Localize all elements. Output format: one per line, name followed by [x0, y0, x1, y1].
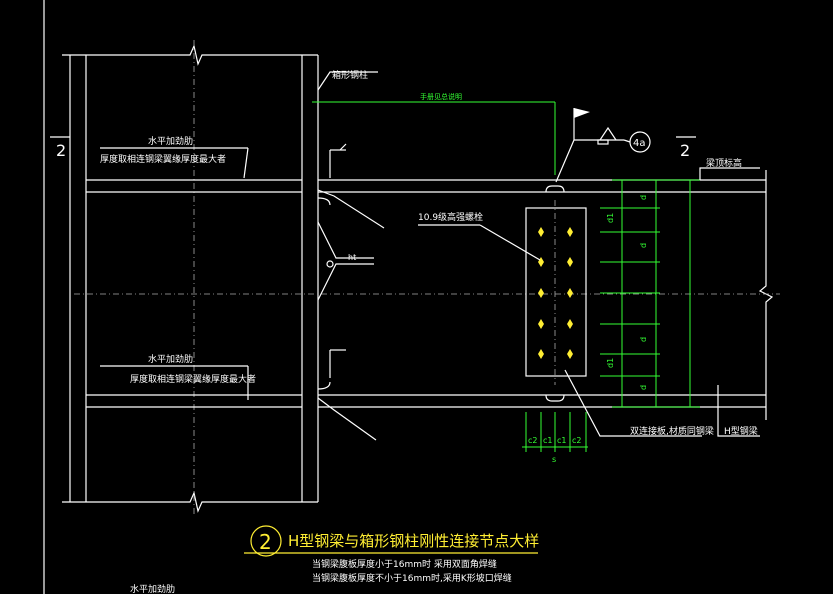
- title-note-2: 当钢梁腹板厚度不小于16mm时,采用K形坡口焊缝: [312, 572, 512, 584]
- dim-s: s: [552, 455, 556, 464]
- dim-c1-a: c1: [543, 436, 553, 445]
- bolt: [538, 349, 544, 359]
- title-block: 2 H型钢梁与箱形钢柱刚性连接节点大样 当钢梁腹板厚度小于16mm时 采用双面角…: [244, 525, 539, 584]
- bolt: [538, 227, 544, 237]
- dim-d1-bot: d1: [606, 358, 615, 368]
- dim-c1-b: c1: [557, 436, 567, 445]
- section-mark-left: 2: [50, 136, 70, 160]
- bolt-label: 10.9级高强螺栓: [418, 211, 483, 223]
- stiffeners: [86, 179, 302, 408]
- dim-d1-top: d1: [606, 213, 615, 223]
- dim-d-3: d: [639, 337, 648, 342]
- dim-d-bot: d: [639, 385, 648, 390]
- bolt: [567, 257, 573, 267]
- title-number: 2: [259, 530, 272, 554]
- beam-top-label: 梁顶标高: [706, 157, 742, 169]
- weld-flag-symbol: 4a: [555, 108, 651, 183]
- dim-d-2: d: [639, 243, 648, 248]
- stiffener-note-top: 厚度取相连钢梁翼缘厚度最大者: [100, 153, 226, 165]
- bolt: [567, 288, 573, 298]
- horiz-stiffener-top-label: 水平加劲肋: [148, 135, 193, 147]
- bolt: [567, 349, 573, 359]
- section-mark-right: 2: [676, 136, 696, 160]
- horiz-stiffener-bot-label: 水平加劲肋: [148, 353, 193, 365]
- dim-c2-b: c2: [572, 436, 582, 445]
- plate-label: 双连接板,材质同钢梁: [630, 425, 714, 437]
- stiffener-note-bot: 厚度取相连钢梁翼缘厚度最大者: [130, 373, 256, 385]
- title-note-1: 当钢梁腹板厚度小于16mm时 采用双面角焊缝: [312, 558, 497, 570]
- section-mark-right-text: 2: [680, 141, 690, 160]
- bolt: [538, 288, 544, 298]
- dim-top-text: 手册见总说明: [420, 92, 462, 101]
- labels: 箱形钢柱 水平加劲肋 厚度取相连钢梁翼缘厚度最大者 水平加劲肋 厚度取相连钢梁翼…: [100, 69, 760, 437]
- bolt-group: [538, 227, 573, 359]
- weld-symbol-label: 4a: [633, 138, 646, 149]
- bolt: [567, 319, 573, 329]
- bottom-note: 水平加劲肋: [130, 583, 175, 594]
- bolt: [538, 319, 544, 329]
- title-main: H型钢梁与箱形钢柱刚性连接节点大样: [288, 532, 539, 550]
- h-beam-label: H型钢梁: [724, 425, 758, 437]
- dim-d-top: d: [639, 195, 648, 200]
- dim-c2-a: c2: [528, 436, 538, 445]
- bolt: [538, 257, 544, 267]
- weld-symbols: ht: [317, 143, 385, 441]
- connection-plate: [525, 207, 587, 377]
- section-mark-left-text: 2: [56, 141, 66, 160]
- box-column-label: 箱形钢柱: [332, 69, 368, 81]
- bolt: [567, 227, 573, 237]
- weld-access-holes: [317, 185, 565, 402]
- weld-ht-label: ht: [348, 253, 356, 262]
- dimensions: 手册见总说明 d d1 d d d1 d c2 c1 c1 c2 s: [312, 92, 700, 464]
- box-column: [62, 40, 319, 515]
